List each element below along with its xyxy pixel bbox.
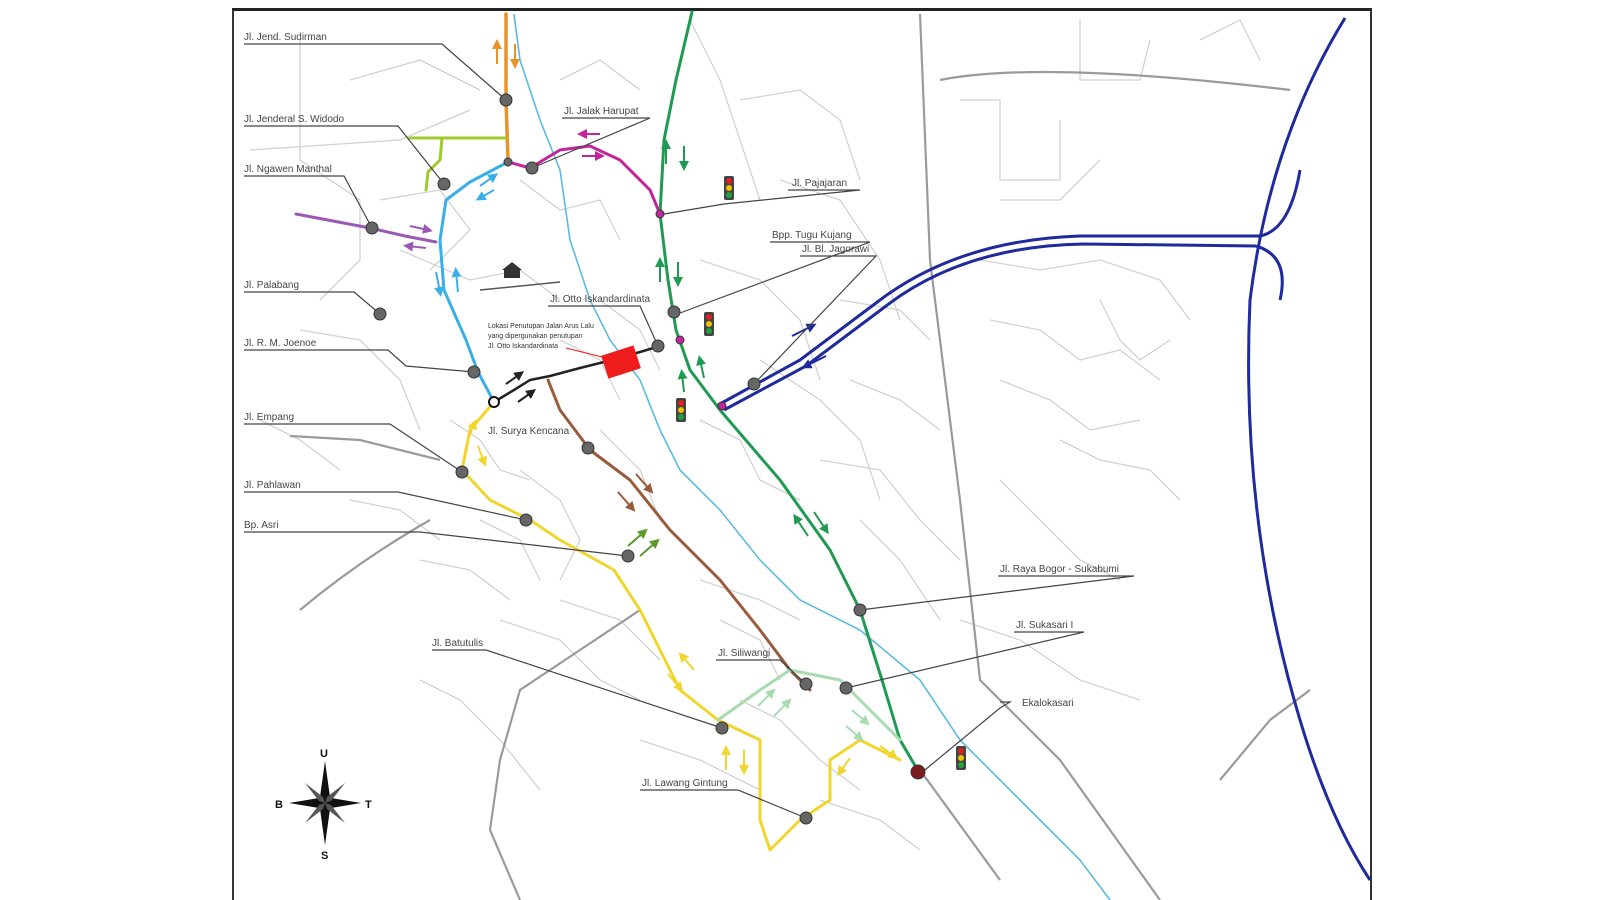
closure-note-line2: yang dipergunakan penutupan [488,333,583,340]
road-label-3: Jl. Ngawen Manthal [244,164,332,175]
route-purple [294,212,438,244]
street-network [249,19,1261,851]
route-green [658,10,922,776]
road-label-9: Jl. Batutulis [432,638,483,649]
junction-nodes[interactable] [365,93,926,825]
traffic-light-icon [956,746,966,770]
route-lime [408,136,508,192]
road-label-11: Jl. Jalak Harupat [564,106,639,117]
closure-note-line1: Lokasi Penutupan Jalan Arus Lalu [488,323,594,330]
palace-icon [479,262,561,291]
route-brown [546,378,812,692]
traffic-light-icon [724,176,734,200]
compass-east: T [365,799,372,811]
traffic-light-icon [704,312,714,336]
road-label-1: Jl. Jend. Sudirman [244,32,327,43]
traffic-direction-arrows [403,39,899,777]
road-label-6: Jl. Empang [244,412,294,423]
road-label-14: Jl. Bl. Jagorawi [802,244,869,255]
road-label-2: Jl. Jenderal S. Widodo [244,114,344,125]
road-label-16: Jl. Surya Kencana [488,426,570,437]
road-label-8: Bp. Asri [244,520,278,531]
compass-rose-icon: U S T B [275,748,372,862]
road-label-15: Jl. Otto Iskandardinata [550,294,650,305]
road-label-18: Jl. Raya Bogor - Sukabumi [1000,564,1119,575]
road-label-19: Jl. Sukasari I [1016,620,1073,631]
traffic-light-icon [676,398,686,422]
road-label-12: Jl. Pajajaran [792,178,847,189]
road-label-7: Jl. Pahlawan [244,480,301,491]
compass-north: U [320,748,328,760]
road-labels: Jl. Jend. Sudirman Jl. Jenderal S. Widod… [244,32,1119,789]
toll-road [717,17,1372,881]
road-label-17: Jl. Siliwangi [718,648,770,659]
compass-south: S [321,850,328,862]
road-label-13: Bpp. Tugu Kujang [772,230,852,241]
road-label-10: Jl. Lawang Gintung [642,778,728,789]
river [513,13,1111,900]
route-yellow [460,400,902,852]
road-label-20: Ekalokasari [1022,698,1074,709]
route-light-green [716,668,902,742]
road-label-5: Jl. R. M. Joenoe [244,338,317,349]
map-frame [232,8,1372,900]
closure-pointer-line [565,347,607,359]
closure-note-line3: Jl. Otto Iskandardinata [488,343,558,350]
road-label-4: Jl. Palabang [244,280,299,291]
compass-west: B [275,799,283,811]
closure-note: Lokasi Penutupan Jalan Arus Lalu yang di… [488,323,594,350]
road-closure-icon[interactable] [601,345,641,379]
label-leader-lines [244,43,1135,819]
major-roads [289,13,1311,900]
